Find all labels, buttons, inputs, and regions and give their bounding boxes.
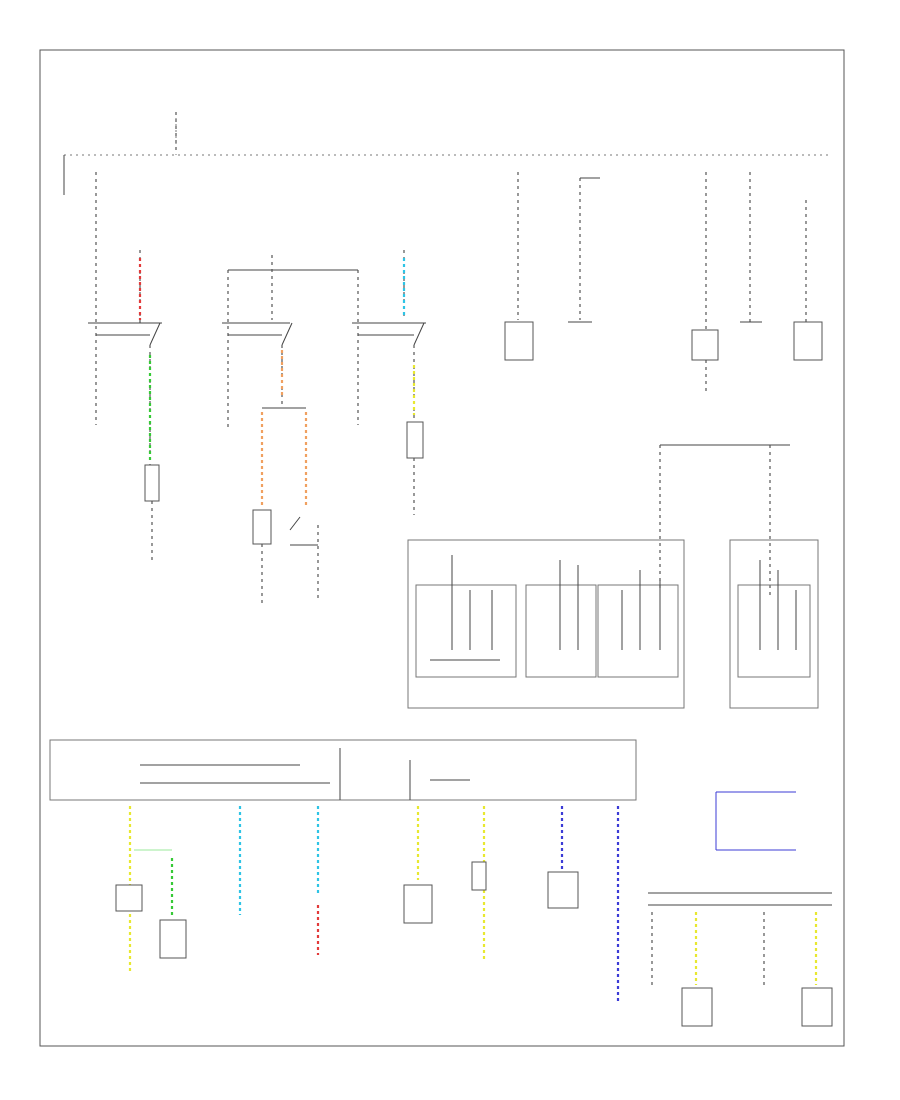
component-box: [159, 919, 187, 959]
branch-1: [88, 172, 162, 560]
component-box: [504, 321, 534, 361]
component-box: [793, 321, 823, 361]
component-box: [115, 884, 143, 912]
top-bus: [63, 112, 832, 195]
component-box: [406, 421, 424, 459]
component-box: [801, 987, 833, 1027]
blue-link: [715, 791, 796, 851]
component-box: [691, 329, 719, 361]
module-group-right: [729, 539, 819, 709]
module-group-center: [407, 539, 685, 709]
component-box: [681, 987, 713, 1027]
branch-2: [222, 255, 359, 605]
component-box: [471, 861, 487, 891]
branch-3: [352, 250, 426, 515]
component-box: [403, 884, 433, 924]
bottom-fuse-box: [49, 739, 637, 801]
component-box: [252, 509, 272, 545]
component-box: [144, 464, 160, 502]
component-box: [547, 871, 579, 909]
bottom-right-bus: [648, 892, 833, 1027]
diagram-frame: [39, 49, 845, 1047]
bottom-wires: [115, 806, 620, 1002]
branch-right-top: [504, 172, 823, 595]
